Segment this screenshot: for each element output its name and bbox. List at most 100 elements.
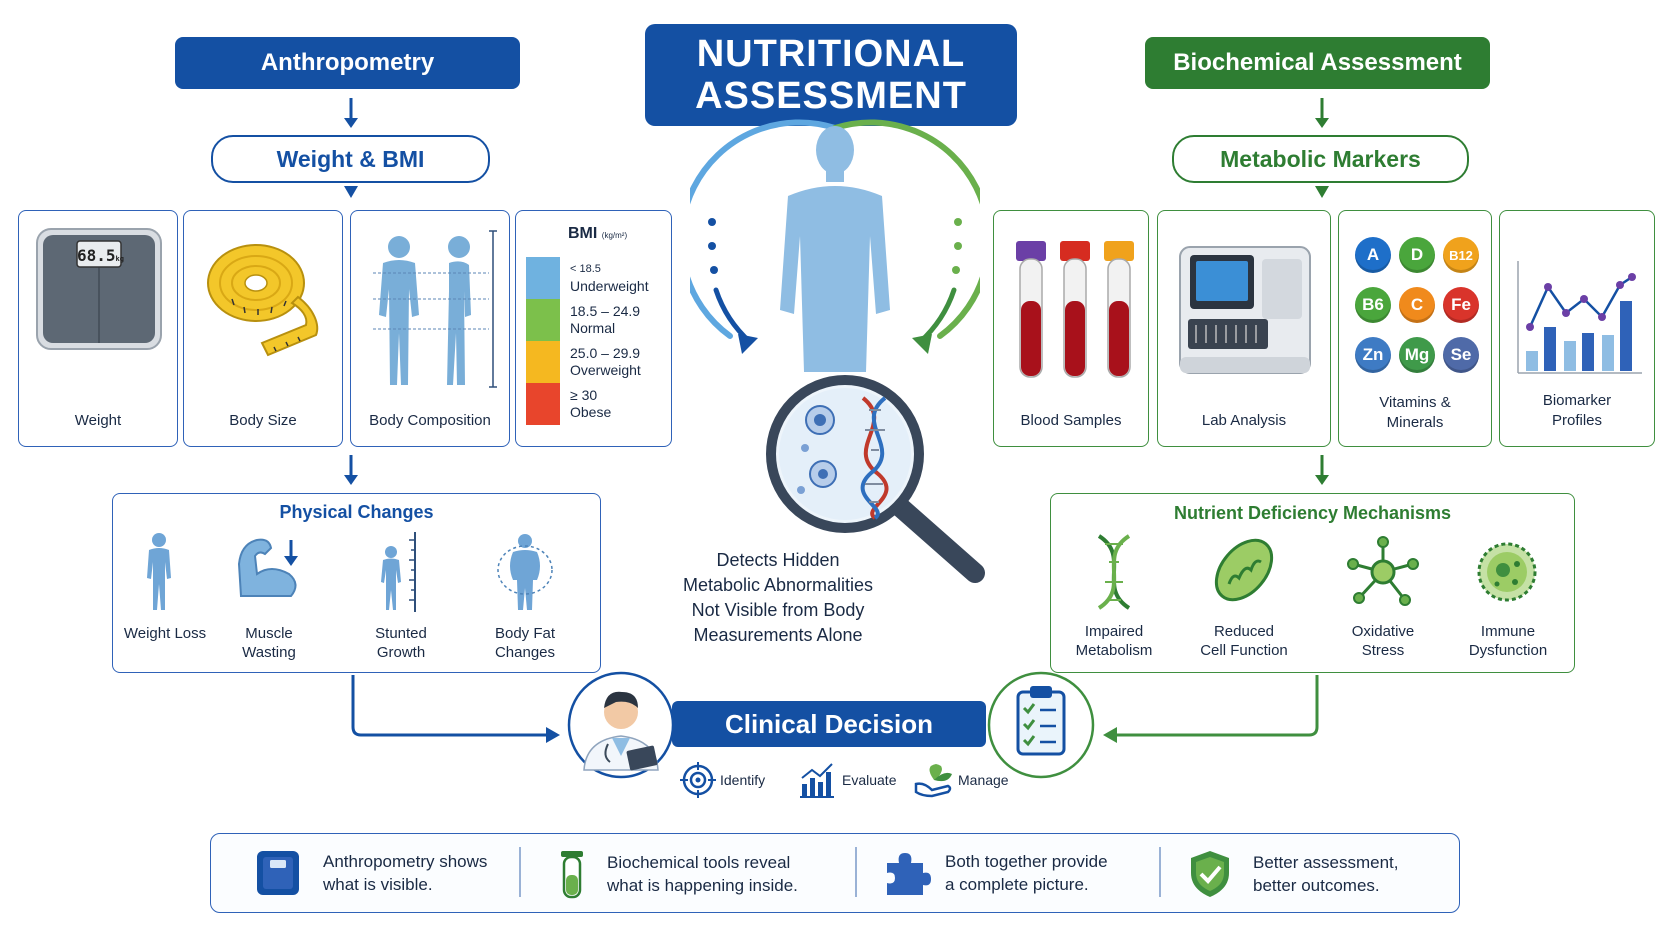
metabolic-markers-box: Metabolic Markers [1172,135,1469,183]
center-caption-l1: Detects Hidden [716,550,840,570]
card-label-vitamins-l2: Minerals [1386,414,1444,431]
step-evaluate-label: Evaluate [842,772,897,788]
card-label-lab: Lab Analysis [1201,412,1287,429]
test-tubes-icon [1016,241,1134,378]
center-caption-l3: Not Visible from Body [691,600,865,620]
caring-hands-leaf-icon [914,764,952,798]
nutrient-badge-d: D [1399,237,1435,273]
blood-samples-card: Blood Samples [993,210,1149,447]
height-measure-icon [381,532,416,612]
card-label-weight: Weight [74,412,122,429]
arrow-down-icon [344,455,358,485]
mechanism-immune-l2: Dysfunction [1468,642,1548,659]
change-body-fat-l1: Body Fat [494,625,556,642]
body-composition-card: Body Composition [350,210,510,447]
nutrient-badge-se: Se [1443,337,1479,373]
scale-value: 68.5 [77,246,116,265]
bmi-label-underweight: Underweight [570,278,649,294]
change-stunted-growth-l1: Stunted [375,625,427,642]
center-caption-l4: Measurements Alone [693,625,863,645]
physical-changes-title: Physical Changes [279,502,434,522]
lab-analyzer-icon [1179,246,1311,374]
change-stunted-growth-l2: Growth [376,644,426,661]
body-size-card: Body Size [183,210,343,447]
mechanism-immune-l1: Immune [1480,623,1536,640]
center-caption: Detects Hidden Metabolic Abnormalities N… [648,548,908,648]
footer-divider [855,847,857,897]
weight-bmi-label: Weight & BMI [276,145,425,172]
card-label-vitamins: Vitamins & Minerals [1339,393,1491,433]
bmi-label-overweight: Overweight [570,362,641,378]
bmi-label-obese: Obese [570,404,612,420]
arrow-down-icon [1315,186,1329,198]
bmi-label-normal: Normal [570,320,616,336]
footer-1-l1: Anthropometry shows [323,852,488,871]
clinical-decision-bar: Clinical Decision [672,701,986,747]
nutrient-badge-mg: Mg [1399,337,1435,373]
footer-4-l2: better outcomes. [1253,876,1380,895]
molecule-icon [1347,536,1419,606]
summary-footer: Anthropometry shows what is visible. Bioc… [210,833,1460,913]
footer-item-outcomes: Better assessment,better outcomes. [1187,849,1447,899]
bmi-swatch-obese [526,383,560,425]
scale-reading: 68.5kg [77,244,124,268]
arrow-down-icon [1315,98,1329,128]
title-box: NUTRITIONAL ASSESSMENT [645,24,1017,126]
card-label-biomarker-l1: Biomarker [1542,392,1612,409]
biomarker-chart-icon [1517,261,1642,374]
change-weight-loss-l1: Weight Loss [123,625,207,642]
change-muscle-wasting-l2: Wasting [242,644,296,661]
mechanism-reduced-l2: Cell Function [1200,642,1288,659]
footer-2-l1: Biochemical tools reveal [607,853,791,872]
footer-divider [519,847,521,897]
biochemical-header-label: Biochemical Assessment [1173,49,1462,76]
change-weight-loss: Weight Loss [113,624,217,643]
arrow-down-icon [344,186,358,198]
footer-1-l2: what is visible. [323,875,433,894]
clinical-decision-label: Clinical Decision [724,708,934,739]
scale-icon [257,851,299,895]
body-fat-icon [497,534,553,610]
biomarker-card: Biomarker Profiles [1499,210,1655,447]
footer-item-biochemical: Biochemical tools reveal what is happenin… [559,849,849,899]
nutrient-badge-fe: Fe [1443,287,1479,323]
scale-unit: kg [115,255,124,263]
footer-2-l2: what is happening inside. [607,876,798,895]
bmi-title: BMI (kg/m²) [568,225,627,243]
bmi-swatch-overweight [526,341,560,383]
bmi-swatch-underweight [526,257,560,299]
nutrient-badge-c: C [1399,287,1435,323]
lab-analysis-card: Lab Analysis [1157,210,1331,447]
change-muscle-wasting-l1: Muscle [245,625,293,642]
step-evaluate: Evaluate [798,762,896,798]
card-label-vitamins-l1: Vitamins & [1379,394,1451,411]
biochemical-header: Biochemical Assessment [1145,37,1490,89]
step-manage-label: Manage [958,772,1009,788]
bmi-range-normal: 18.5 – 24.9 [570,303,641,319]
card-label-body-size: Body Size [229,412,297,429]
magnifying-glass-icon [766,375,985,583]
center-caption-l2: Metabolic Abnormalities [682,575,874,595]
mitochondria-icon [1214,538,1274,602]
test-tube-icon [561,851,583,899]
mechanism-impaired-l2: Metabolism [1075,642,1153,659]
card-label-blood: Blood Samples [1020,412,1122,429]
person-icon [147,533,171,610]
bmi-swatch-normal [526,299,560,341]
mechanism-oxidative-l2: Stress [1361,642,1405,659]
bmi-range-underweight: < 18.5 [570,263,601,275]
mechanism-oxidative-l1: Oxidative [1351,623,1415,640]
bmi-unit: (kg/m²) [601,231,628,240]
